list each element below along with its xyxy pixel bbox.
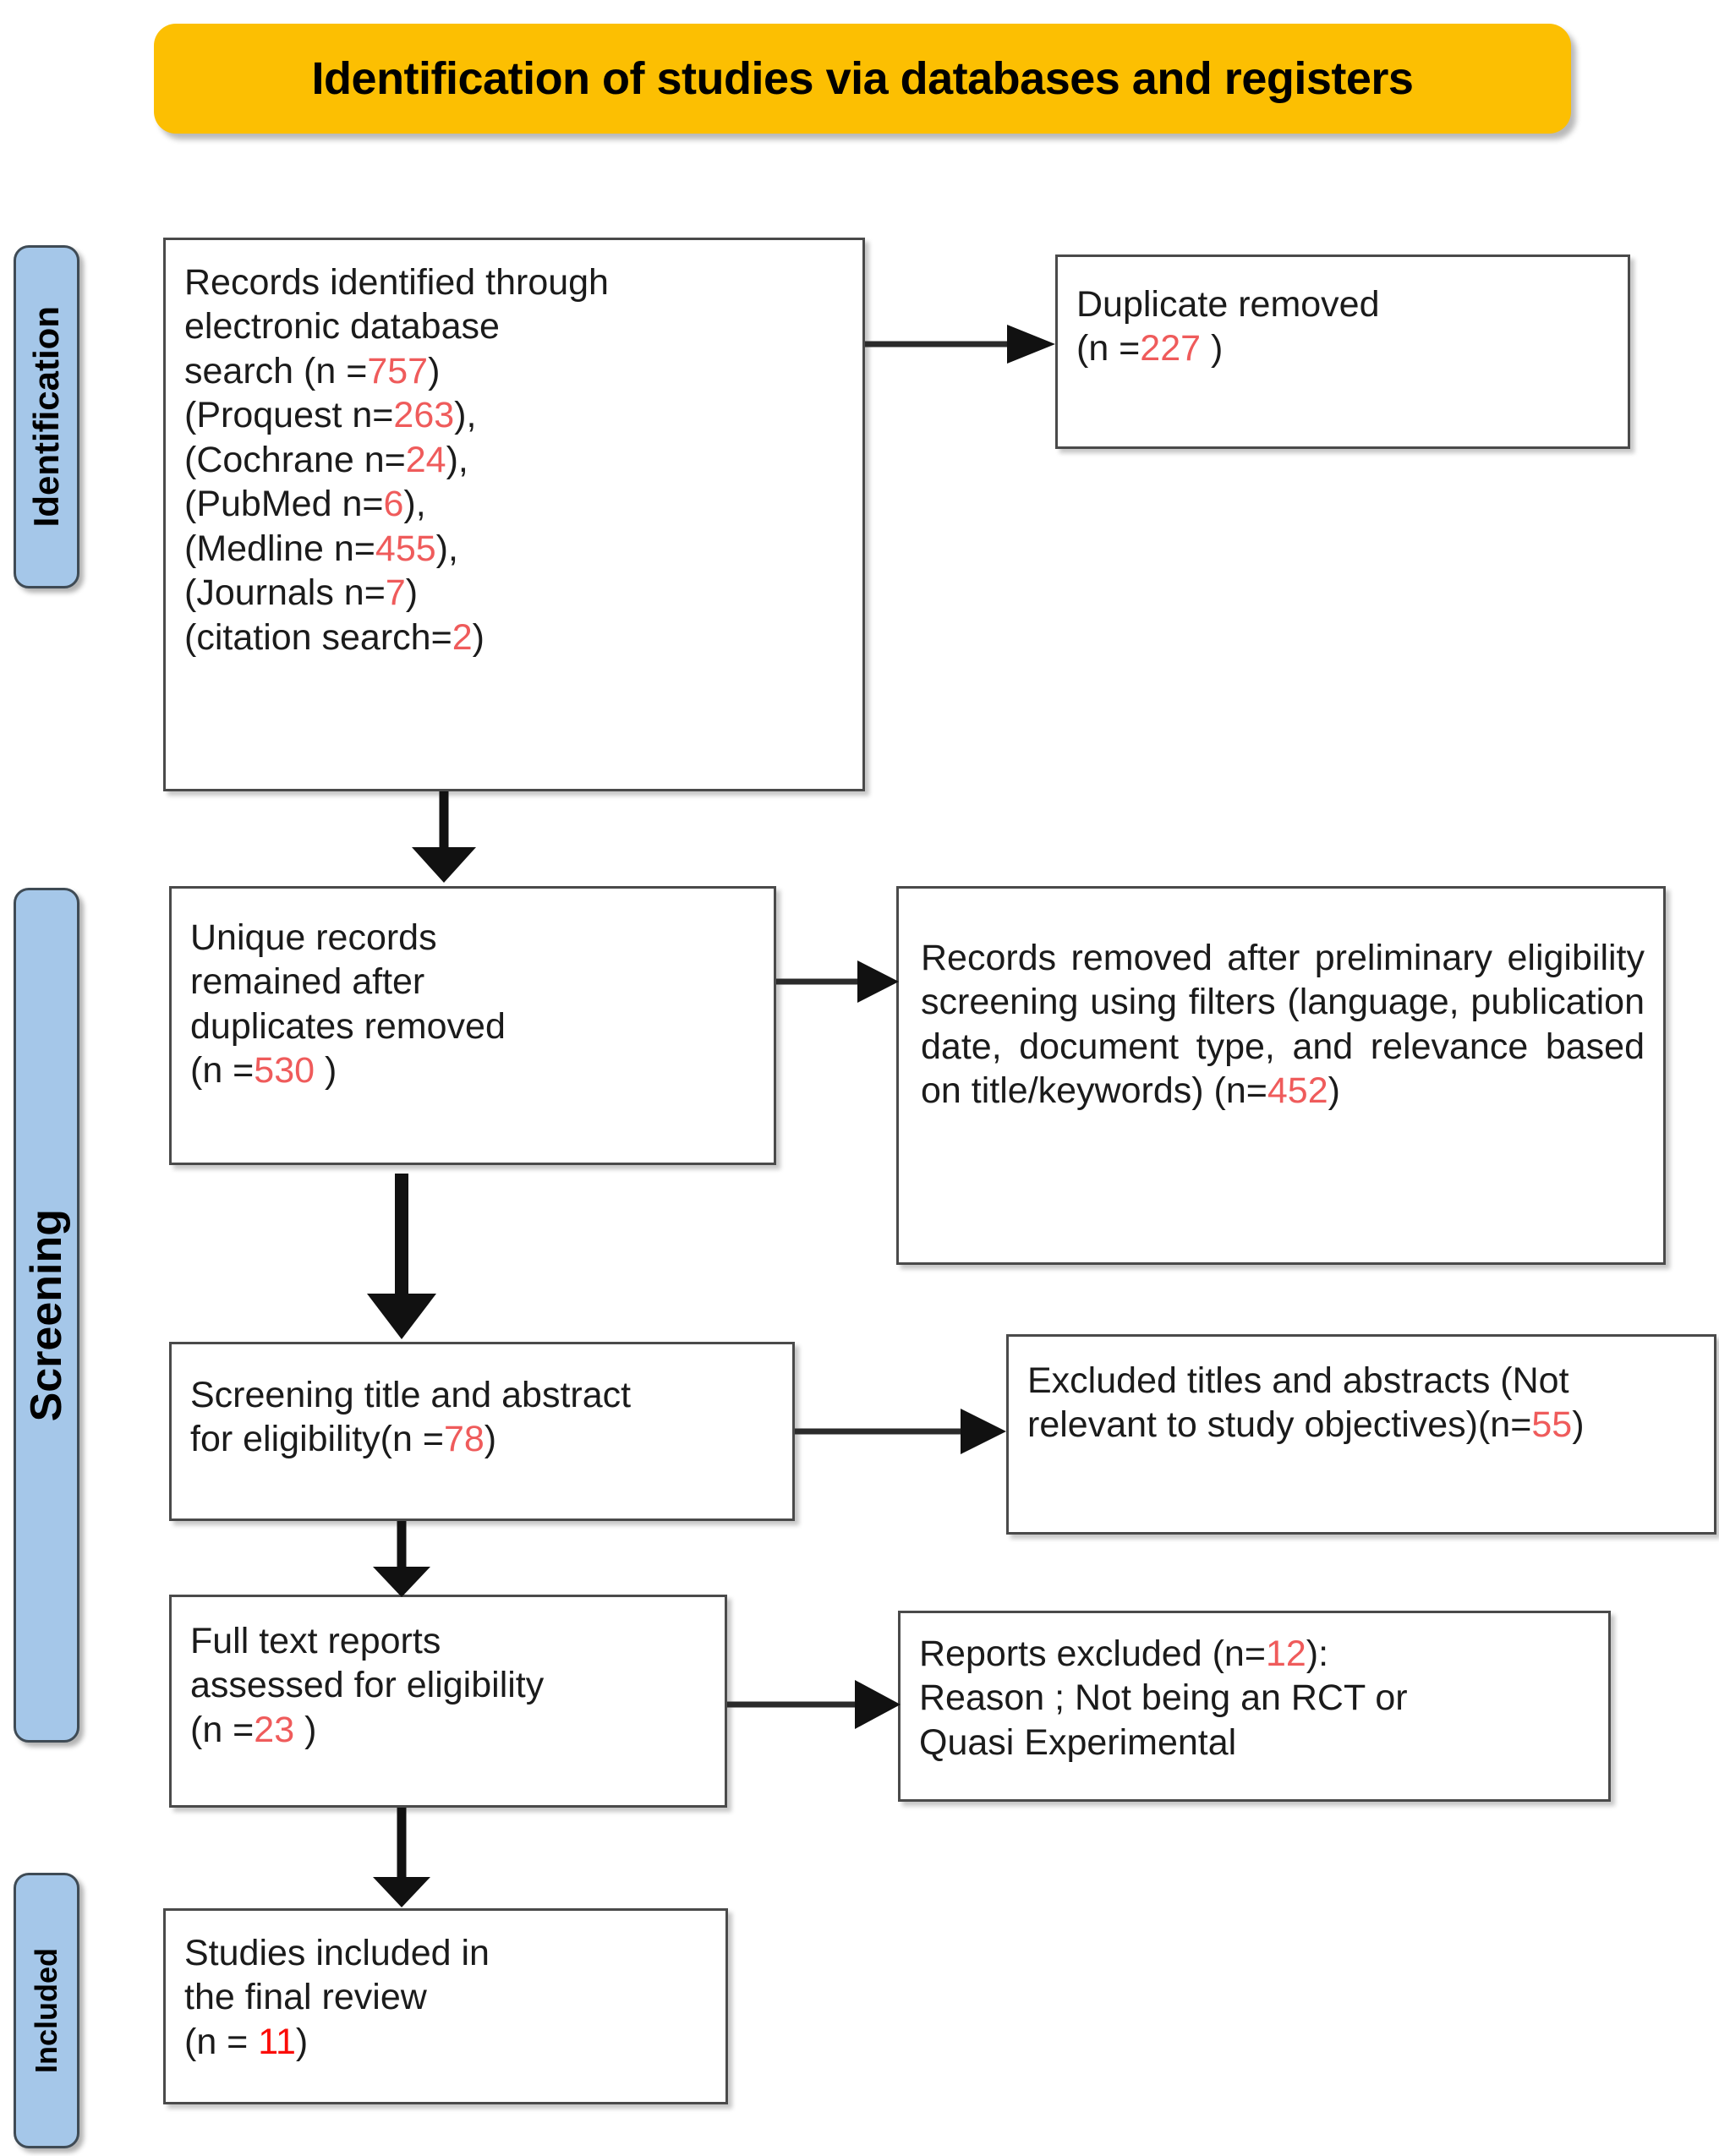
source-3-n: 455 (375, 528, 436, 569)
source-3-name: Medline (196, 528, 324, 569)
stage-label-included: Included (14, 1873, 79, 2148)
box-records-identified: Records identified through electronic da… (163, 238, 865, 791)
box-duplicate-removed-text: Duplicate removed (n =227 ) (1076, 282, 1616, 371)
stage-label-included-text: Included (29, 1947, 63, 2073)
source-1-n: 24 (405, 439, 446, 480)
value-n: 227 (1140, 328, 1202, 369)
value-n: 78 (443, 1419, 484, 1460)
label: Duplicate removed (1076, 284, 1380, 325)
arrow-unique-to-screening (355, 1174, 448, 1343)
value-total: 757 (367, 350, 429, 391)
line-1-prefix: Reports excluded (n= (919, 1633, 1266, 1674)
box-reports-excluded-text: Reports excluded (n=12): Reason ; Not be… (919, 1632, 1596, 1765)
source-1-name: Cochrane (196, 439, 354, 480)
value-n: 11 (258, 2021, 296, 2062)
line-1: Records identified through (184, 262, 609, 303)
n-prefix: (n = (190, 1709, 255, 1750)
line-2: electronic database (184, 306, 500, 347)
source-4-name: Journals (196, 572, 334, 614)
n-suffix: ) (1201, 328, 1224, 369)
stage-label-screening-text: Screening (22, 1208, 71, 1422)
box-studies-included-text: Studies included in the final review (n … (184, 1931, 714, 2064)
n-suffix: ) (315, 1050, 337, 1092)
box-excluded-titles-abstracts: Excluded titles and abstracts (Not relev… (1006, 1334, 1716, 1535)
line-1-suffix: ): (1306, 1633, 1329, 1674)
line-1: Screening title and abstract (190, 1375, 632, 1415)
box-reports-excluded: Reports excluded (n=12): Reason ; Not be… (898, 1611, 1611, 1802)
source-4-n: 7 (385, 572, 406, 614)
box-screening-title-abstract: Screening title and abstract for eligibi… (169, 1342, 795, 1521)
box-full-text-reports-text: Full text reports assessed for eligibili… (190, 1619, 713, 1752)
page-title: Identification of studies via databases … (311, 53, 1414, 104)
arrow-screening-to-excluded (795, 1405, 1010, 1458)
box-records-removed: Records removed after preliminary eligib… (896, 886, 1666, 1265)
box-studies-included: Studies included in the final review (n … (163, 1908, 728, 2104)
body: Excluded titles and abstracts (Not relev… (1027, 1360, 1569, 1446)
body: Records removed after preliminary eligib… (921, 938, 1645, 1112)
stage-label-screening: Screening (14, 888, 79, 1743)
value-n: 530 (254, 1050, 315, 1092)
line-2-suffix: ) (484, 1419, 497, 1460)
source-5-n: 2 (452, 616, 473, 658)
source-0-n: 263 (393, 395, 455, 436)
stage-label-identification-text: Identification (26, 306, 66, 528)
box-duplicate-removed: Duplicate removed (n =227 ) (1055, 254, 1630, 449)
source-2-n: 6 (383, 484, 404, 525)
box-unique-records: Unique records remained after duplicates… (169, 886, 776, 1165)
box-records-removed-text: Records removed after preliminary eligib… (921, 936, 1645, 1114)
value-n: 12 (1265, 1633, 1306, 1674)
arrow-screening-to-full-text (359, 1521, 444, 1599)
line-1: Unique records (190, 917, 437, 958)
value-n: 55 (1531, 1404, 1573, 1446)
line-2: remained after (190, 961, 425, 1003)
source-0-name: Proquest (196, 395, 342, 436)
box-screening-title-abstract-text: Screening title and abstract for eligibi… (190, 1373, 780, 1462)
arrow-full-text-to-reports-excluded (727, 1678, 905, 1731)
box-unique-records-text: Unique records remained after duplicates… (190, 916, 762, 1093)
suffix: ) (1328, 1070, 1340, 1112)
suffix: ) (1572, 1404, 1585, 1446)
line-3: duplicates removed (190, 1005, 506, 1047)
arrow-identified-to-unique (393, 791, 495, 886)
line-3: Quasi Experimental (919, 1721, 1237, 1763)
line-2: the final review (184, 1977, 427, 2018)
n-prefix: (n = (1076, 328, 1141, 369)
line-2: Reason ; Not being an RCT or (919, 1677, 1408, 1719)
value-n: 452 (1267, 1070, 1328, 1112)
arrow-full-text-to-studies-included (359, 1808, 444, 1911)
n-suffix: ) (294, 1709, 317, 1750)
n-prefix: (n = (190, 1050, 255, 1092)
stage-label-identification: Identification (14, 245, 79, 588)
arrow-identified-to-duplicate (865, 318, 1061, 370)
arrow-unique-to-records-removed (776, 955, 903, 1008)
n-suffix: ) (295, 2021, 309, 2062)
source-5-name: citation search (196, 616, 431, 658)
diagram-title-banner: Identification of studies via databases … (154, 24, 1571, 134)
line-1: Full text reports (190, 1621, 441, 1661)
source-2-name: PubMed (196, 484, 332, 525)
line-1: Studies included in (184, 1933, 490, 1973)
box-records-identified-text: Records identified through electronic da… (184, 262, 609, 658)
box-full-text-reports: Full text reports assessed for eligibili… (169, 1595, 727, 1808)
value-n: 23 (254, 1709, 295, 1750)
box-excluded-titles-abstracts-text: Excluded titles and abstracts (Not relev… (1027, 1359, 1702, 1447)
line-2: assessed for eligibility (190, 1665, 545, 1706)
n-prefix: (n = (184, 2021, 259, 2062)
line-2-prefix: for eligibility(n = (190, 1419, 444, 1460)
